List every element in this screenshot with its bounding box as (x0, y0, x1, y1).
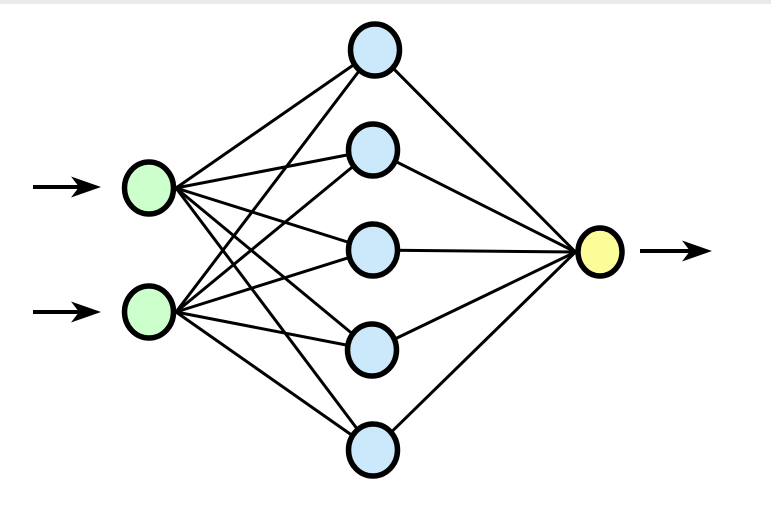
edge-i2-h1 (174, 48, 377, 314)
edge-h2-o1 (371, 148, 577, 254)
edge-i2-h2 (174, 148, 375, 314)
hidden-node-h1 (347, 21, 403, 79)
edge-i1-h3 (174, 186, 375, 252)
input-arrow-2 (33, 301, 101, 323)
arrows-group (33, 176, 712, 323)
edge-h3-o1 (371, 248, 577, 254)
edge-i2-h3 (174, 248, 375, 314)
hidden-node-h5 (345, 421, 401, 479)
hidden-node-h3 (345, 221, 401, 279)
edge-i1-h2 (174, 148, 375, 190)
input-arrow-2-head-icon (71, 301, 101, 323)
output-node-o1 (575, 225, 625, 279)
top-border-bar (0, 0, 771, 4)
edge-h4-o1 (370, 250, 577, 352)
edge-i2-h4 (174, 310, 374, 352)
input-node-i2 (121, 283, 177, 341)
edge-i1-h4 (174, 186, 374, 352)
hidden-node-h2 (345, 121, 401, 179)
output-arrow-head-icon (682, 240, 712, 262)
edge-i1-h1 (174, 48, 377, 190)
edge-h1-o1 (373, 48, 577, 254)
edge-h5-o1 (371, 250, 577, 452)
input-arrow-1 (33, 176, 101, 198)
input-arrow-1-head-icon (71, 176, 101, 198)
output-arrow (640, 240, 712, 262)
edge-i2-h5 (174, 310, 375, 452)
edges-group (174, 48, 577, 452)
edge-i1-h5 (174, 186, 375, 452)
input-node-i1 (121, 159, 177, 217)
hidden-node-h4 (344, 321, 400, 379)
nodes-group (121, 21, 625, 479)
